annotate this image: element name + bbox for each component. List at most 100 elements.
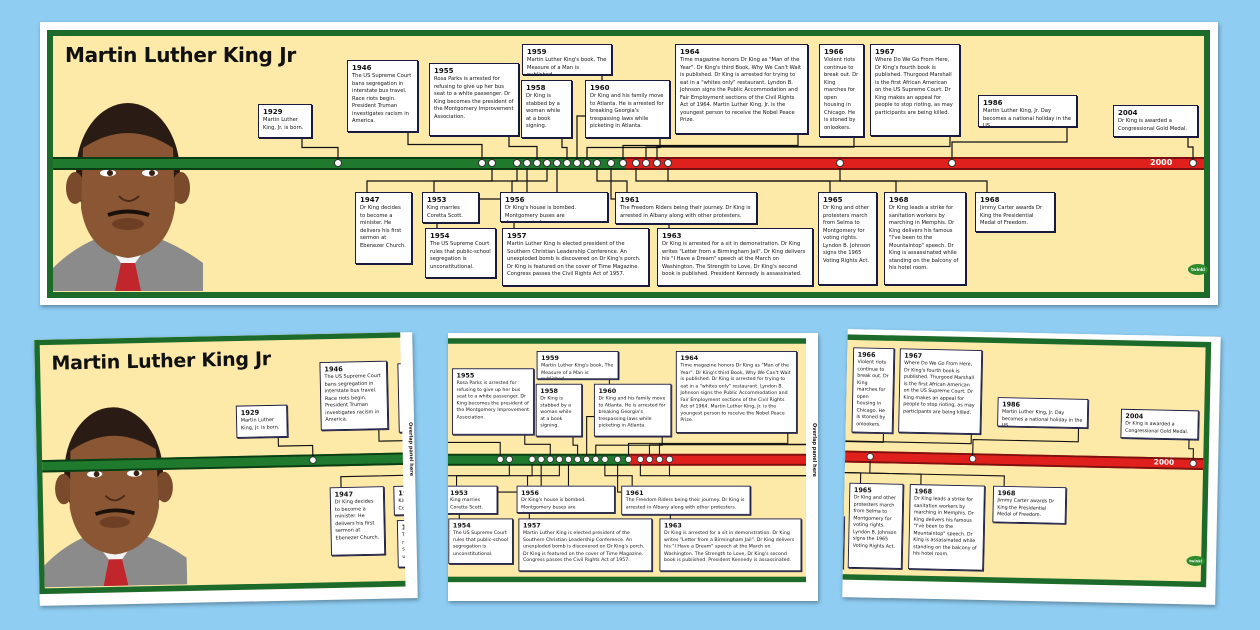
timeline-dot — [583, 159, 591, 167]
event-text: Dr King's house is bombed. Montgomery bu… — [505, 205, 577, 221]
event-text: The US Supreme Court bans segregation in… — [352, 73, 412, 125]
timeline-dot — [573, 455, 582, 463]
event-text: Dr King leads a strike for sanitation wo… — [912, 495, 977, 558]
timeline-dot — [523, 159, 531, 167]
event-year: 1957 — [522, 522, 541, 530]
timeline-dot — [645, 455, 654, 463]
event-text: Where Do We Go From Here, Dr King's four… — [903, 360, 975, 416]
event-year: 1955 — [402, 366, 406, 375]
timeline-dot — [607, 159, 615, 167]
event-year: 1946 — [324, 365, 343, 374]
timeline-dot — [563, 159, 571, 167]
event-text: Martin Luther King is elected president … — [507, 241, 641, 278]
event-text: Rosa Parks is arrested for refusing to g… — [402, 374, 406, 418]
event-year: 1957 — [507, 232, 527, 240]
poster-title: Martin Luther King Jr — [65, 43, 296, 67]
timeline-dot — [488, 159, 496, 167]
event-text: The US Supreme Court bans segregation in… — [324, 373, 381, 423]
timeline-dot — [866, 452, 874, 461]
event-year: 1967 — [875, 48, 895, 56]
event-text: Time magazine honors Dr King as "Man of … — [680, 362, 791, 424]
event-text: Violent riots continue to break out. Dr … — [824, 57, 859, 131]
event-year: 1954 — [452, 522, 471, 530]
event-year: 1946 — [352, 64, 372, 72]
event-text: Dr King is arrested for a sit in demonst… — [664, 530, 795, 564]
overlap-label: Overlap panel here — [407, 422, 415, 477]
event-text: Dr King is stabbed by a woman while at a… — [540, 395, 572, 429]
timeline-dot — [546, 455, 554, 463]
event-year: 1959 — [541, 354, 559, 362]
timeline-dot — [334, 159, 342, 167]
event-text: Dr King and his family move to Atlanta. … — [598, 395, 666, 429]
mlk-portrait — [44, 407, 188, 588]
event-year: 1929 — [240, 408, 260, 417]
event-text: The US Supreme Court rules that public-s… — [401, 531, 406, 560]
timeline-dot — [505, 455, 513, 463]
mlk-portrait — [53, 103, 203, 291]
event-year: 1954 — [401, 523, 406, 532]
event-year: 1968 — [914, 487, 933, 496]
timeline-dot — [496, 455, 504, 463]
timeline-dot — [533, 159, 541, 167]
event-text: The US Supreme Court rules that public-s… — [452, 530, 509, 557]
event-year: 2004 — [1118, 109, 1138, 117]
overlap-label: Overlap panel here — [811, 423, 817, 477]
event-year: 1966 — [857, 351, 876, 359]
event-text: Dr King and other protesters march from … — [852, 494, 897, 550]
event-text: Dr King is awarded a Congressional Gold … — [1118, 118, 1187, 132]
timeline-dot — [592, 455, 600, 463]
event-text: Martin Luther King, Jr. Day becomes a na… — [983, 108, 1072, 127]
timeline-dot — [655, 455, 664, 463]
timeline-dot — [624, 455, 633, 463]
event-year: 1960 — [598, 387, 617, 395]
event-text: Where Do We Go From Here, Dr King's four… — [875, 57, 953, 116]
event-year: 1954 — [430, 232, 450, 240]
event-text: Dr King decides to become a minister. He… — [334, 498, 380, 542]
event-year: 2004 — [1125, 412, 1144, 421]
event-text: Jimmy Carter awards Dr King the Presiden… — [997, 497, 1055, 518]
poster-title: Martin Luther King Jr — [51, 346, 272, 375]
timeline-bar-late — [625, 157, 1204, 170]
event-year: 1965 — [823, 196, 843, 204]
event-text: Dr King leads a strike for sanitation wo… — [889, 205, 959, 272]
event-year: 1964 — [680, 48, 700, 56]
event-text: King marries Coretta Scott. — [427, 205, 463, 219]
event-text: The Freedom Riders being their journey. … — [625, 497, 745, 510]
event-year: 1966 — [824, 48, 844, 56]
event-year: 1947 — [334, 490, 354, 499]
timeline-dot — [836, 159, 844, 167]
event-year: 1956 — [505, 196, 525, 204]
